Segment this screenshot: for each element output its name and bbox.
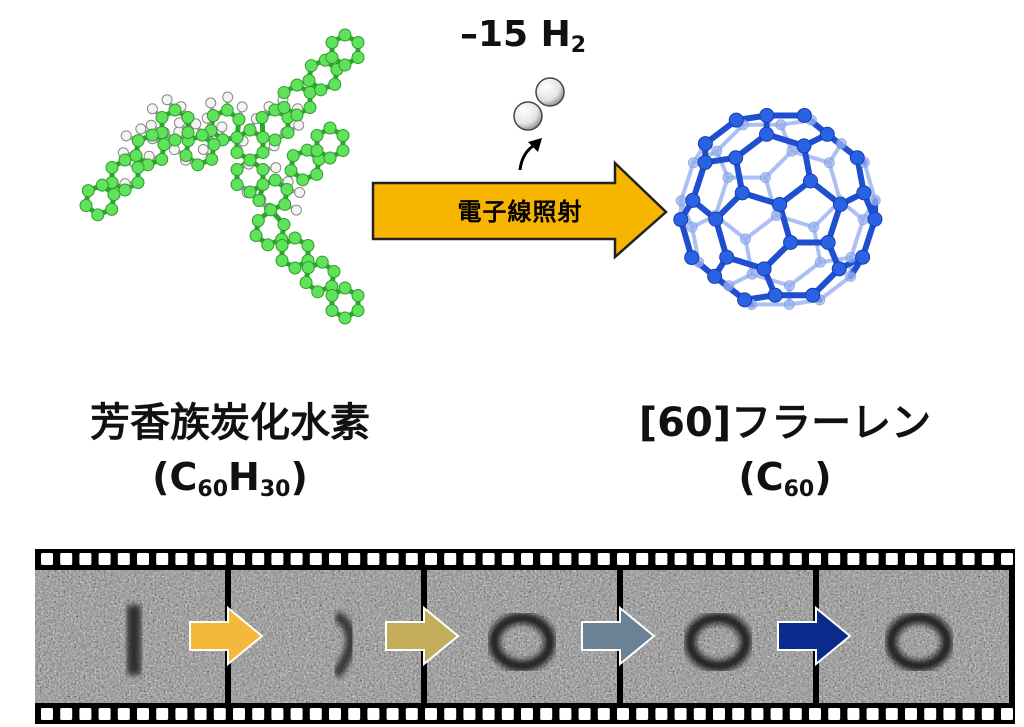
h2-molecule-icon	[513, 77, 565, 170]
left-compound-formula: (C60H30)	[152, 455, 308, 502]
tem-filmstrip	[35, 549, 1015, 724]
reaction-arrow	[371, 160, 668, 260]
aromatic-hydrocarbon-molecule	[79, 28, 365, 325]
right-compound-formula: (C60)	[738, 455, 832, 502]
left-compound-name: 芳香族炭化水素	[90, 400, 370, 446]
fullerene-molecule	[673, 107, 883, 311]
hydrogen-loss-label: –15 H2	[460, 14, 587, 58]
electron-irradiation-label: 電子線照射	[457, 198, 583, 226]
right-compound-name: [60]フラーレン	[638, 400, 932, 446]
